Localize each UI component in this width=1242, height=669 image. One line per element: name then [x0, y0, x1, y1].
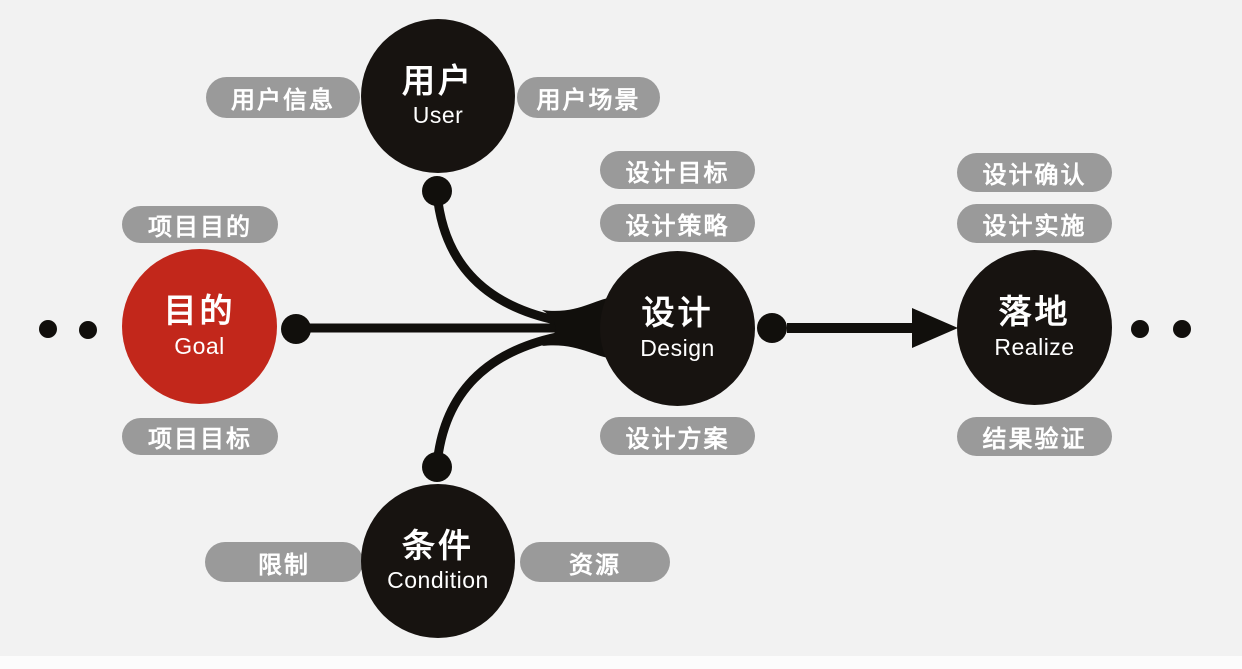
node-design: 设计 Design	[600, 251, 755, 406]
node-condition-label-zh: 条件	[402, 526, 474, 564]
tag-user-scenario: 用户场景	[517, 77, 660, 118]
node-goal-label-en: Goal	[174, 332, 225, 359]
node-design-label-en: Design	[640, 334, 715, 361]
ellipsis-right	[1131, 320, 1191, 338]
flow-arrowhead	[912, 308, 958, 348]
junction-dot-condition	[422, 452, 452, 482]
node-user: 用户 User	[361, 19, 515, 173]
node-realize: 落地 Realize	[957, 250, 1112, 405]
node-condition-label-en: Condition	[387, 567, 489, 594]
tag-limitation: 限制	[205, 542, 363, 582]
junction-dot-design	[757, 313, 787, 343]
node-design-label-zh: 设计	[641, 294, 714, 332]
tag-project-goal: 项目目标	[122, 418, 278, 455]
tag-design-confirm: 设计确认	[957, 153, 1112, 192]
tag-design-plan: 设计方案	[600, 417, 755, 455]
tag-result-verify: 结果验证	[957, 417, 1112, 456]
node-realize-label-zh: 落地	[998, 293, 1071, 331]
junction-dot-user	[422, 176, 452, 206]
connector-merge-wedge	[542, 297, 615, 359]
tag-project-purpose: 项目目的	[122, 206, 278, 243]
tag-design-implement: 设计实施	[957, 204, 1112, 243]
node-user-label-en: User	[412, 102, 464, 129]
tag-design-goal: 设计目标	[600, 151, 755, 189]
node-goal-label-zh: 目的	[163, 292, 236, 330]
tag-resource: 资源	[520, 542, 670, 582]
node-user-label-zh: 用户	[402, 61, 474, 99]
junction-dot-goal	[281, 314, 311, 344]
tag-design-strategy: 设计策略	[600, 204, 755, 242]
ellipsis-left	[39, 320, 97, 339]
tag-user-info: 用户信息	[206, 77, 360, 118]
node-realize-label-en: Realize	[994, 333, 1075, 360]
node-goal: 目的 Goal	[122, 249, 277, 404]
bottom-margin-strip	[0, 656, 1242, 669]
node-condition: 条件 Condition	[361, 484, 515, 638]
